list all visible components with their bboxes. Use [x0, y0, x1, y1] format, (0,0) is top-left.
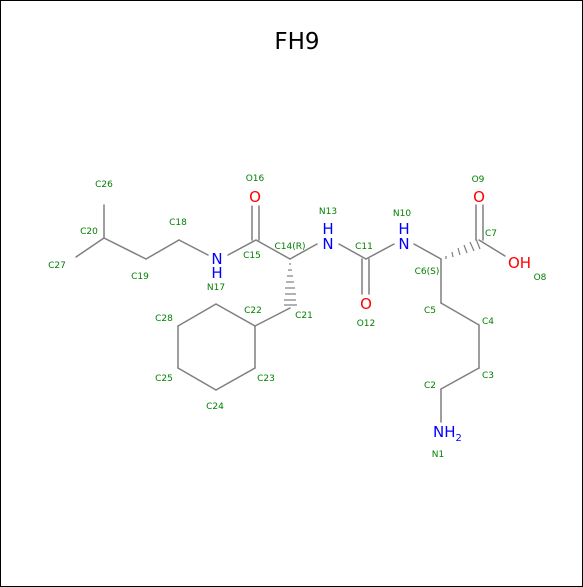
bond-c20-c19: [103, 237, 147, 260]
label-n1: N1: [432, 450, 444, 460]
label-c20: C20: [80, 227, 98, 237]
label-c18: C18: [169, 218, 187, 228]
bond-c21-c22: [254, 307, 291, 327]
atom-o8: OH: [508, 254, 531, 272]
atom-o16: O: [249, 188, 261, 206]
label-c15: C15: [243, 251, 261, 261]
atom-o9: O: [473, 188, 485, 206]
bond-c23-c24: [215, 367, 256, 391]
label-n17: N17: [207, 283, 225, 293]
label-o12: O12: [357, 319, 376, 329]
atom-index-labels: C26 C20 C27 C19 C18 O16 C15 N17 C14(R) N…: [48, 174, 547, 460]
bond-c24-c25: [177, 367, 217, 391]
label-c19: C19: [131, 272, 149, 282]
bond-c15-c14: [255, 239, 291, 260]
label-c6: C6(S): [415, 267, 440, 277]
bond-c3-c2: [440, 367, 480, 390]
bond-c14-n13: [289, 243, 318, 260]
label-c23: C23: [257, 374, 275, 384]
bond-c7-o8: [478, 239, 506, 257]
bond-ring-top-c22: [215, 303, 256, 327]
label-c22: C22: [244, 306, 262, 316]
label-c24: C24: [206, 402, 224, 412]
atom-o12: O: [360, 295, 372, 313]
label-n13: N13: [319, 207, 337, 217]
label-o8: O8: [534, 273, 547, 283]
bond-c5-c4: [440, 302, 480, 326]
bond-c11-n10: [365, 243, 395, 260]
label-c5: C5: [424, 306, 436, 316]
label-c14: C14(R): [274, 242, 305, 252]
bond-n17-c15: [227, 239, 257, 256]
bond-c19-c18: [145, 239, 180, 260]
label-c27: C27: [48, 261, 66, 271]
molecule-title: FH9: [274, 29, 319, 55]
label-c25: C25: [155, 374, 173, 384]
bond-n10-c6: [413, 243, 442, 260]
label-c28: C28: [155, 314, 173, 324]
label-c3: C3: [482, 371, 494, 381]
bond-n13-c11: [338, 243, 367, 260]
bond-c18-n17: [178, 239, 209, 256]
label-o9: O9: [472, 175, 485, 185]
atom-n1: NH2: [433, 423, 462, 444]
bond-c14-c21-hashed: [284, 263, 297, 306]
label-c26: C26: [95, 180, 113, 190]
label-c2: C2: [424, 381, 436, 391]
bond-lines: [75, 204, 506, 423]
label-o16: O16: [246, 174, 265, 184]
label-c11: C11: [355, 242, 373, 252]
bond-c6-c7-hashed: [445, 238, 481, 259]
label-c7: C7: [485, 229, 497, 239]
label-c4: C4: [482, 317, 494, 327]
label-c21: C21: [295, 311, 313, 321]
bond-c28-ring-top: [177, 303, 217, 327]
label-n10: N10: [393, 209, 411, 219]
bond-c20-c27: [75, 237, 105, 258]
